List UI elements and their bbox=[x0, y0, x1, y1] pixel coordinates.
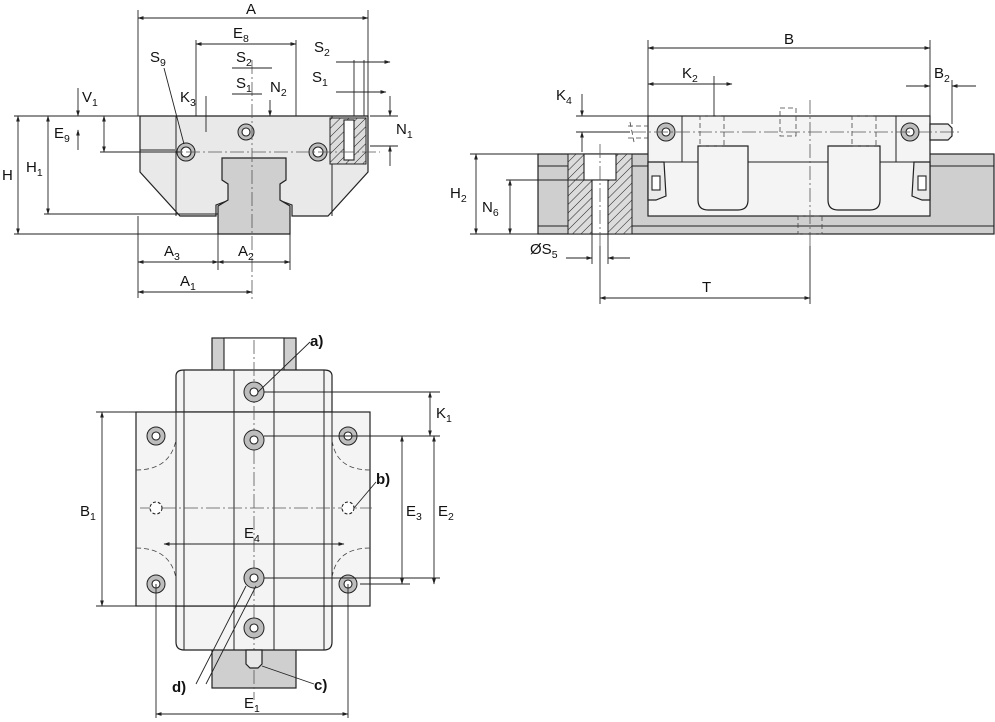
label-E3: E3 bbox=[406, 503, 422, 523]
label-E4: E4 bbox=[244, 525, 260, 545]
label-A: A bbox=[246, 1, 256, 18]
side-view: B K2 B2 K4 H2 N6 ØS5 T bbox=[450, 31, 995, 304]
label-A2: A2 bbox=[238, 243, 254, 263]
label-N6: N6 bbox=[482, 199, 499, 219]
label-S2-mid: S2 bbox=[236, 49, 252, 69]
label-B: B bbox=[784, 31, 794, 48]
label-B2: B2 bbox=[934, 65, 950, 85]
label-H: H bbox=[2, 167, 13, 184]
top-view: K1 E3 E2 B1 E4 E1 a) b) c) d) bbox=[80, 333, 454, 718]
label-E8: E8 bbox=[233, 25, 249, 45]
rail-front-section bbox=[217, 157, 291, 235]
label-K4: K4 bbox=[556, 87, 572, 107]
label-N1: N1 bbox=[396, 121, 413, 141]
label-E1: E1 bbox=[244, 695, 260, 715]
callout-c: c) bbox=[314, 677, 327, 694]
label-S5: ØS5 bbox=[530, 241, 558, 261]
label-V1: V1 bbox=[82, 89, 98, 109]
callout-d: d) bbox=[172, 679, 186, 696]
callout-b: b) bbox=[376, 471, 390, 488]
label-K3: K3 bbox=[180, 89, 196, 109]
carriage-side-body bbox=[647, 115, 931, 217]
label-S2-right: S2 bbox=[314, 39, 330, 59]
label-H1: H1 bbox=[26, 159, 43, 179]
front-view: A E8 S9 S2 S1 S2 S1 V1 K3 N2 N1 bbox=[2, 1, 413, 300]
label-A1: A1 bbox=[180, 273, 196, 293]
label-S9: S9 bbox=[150, 49, 166, 69]
label-S1-right: S1 bbox=[312, 69, 328, 89]
label-S1-mid: S1 bbox=[236, 75, 252, 95]
label-N2: N2 bbox=[270, 79, 287, 99]
callout-a: a) bbox=[310, 333, 323, 350]
label-T: T bbox=[702, 279, 711, 296]
label-E9: E9 bbox=[54, 125, 70, 145]
label-B1: B1 bbox=[80, 503, 96, 523]
label-K2: K2 bbox=[682, 65, 698, 85]
label-A3: A3 bbox=[164, 243, 180, 263]
label-K1: K1 bbox=[436, 405, 452, 425]
label-H2: H2 bbox=[450, 185, 467, 205]
label-E2: E2 bbox=[438, 503, 454, 523]
